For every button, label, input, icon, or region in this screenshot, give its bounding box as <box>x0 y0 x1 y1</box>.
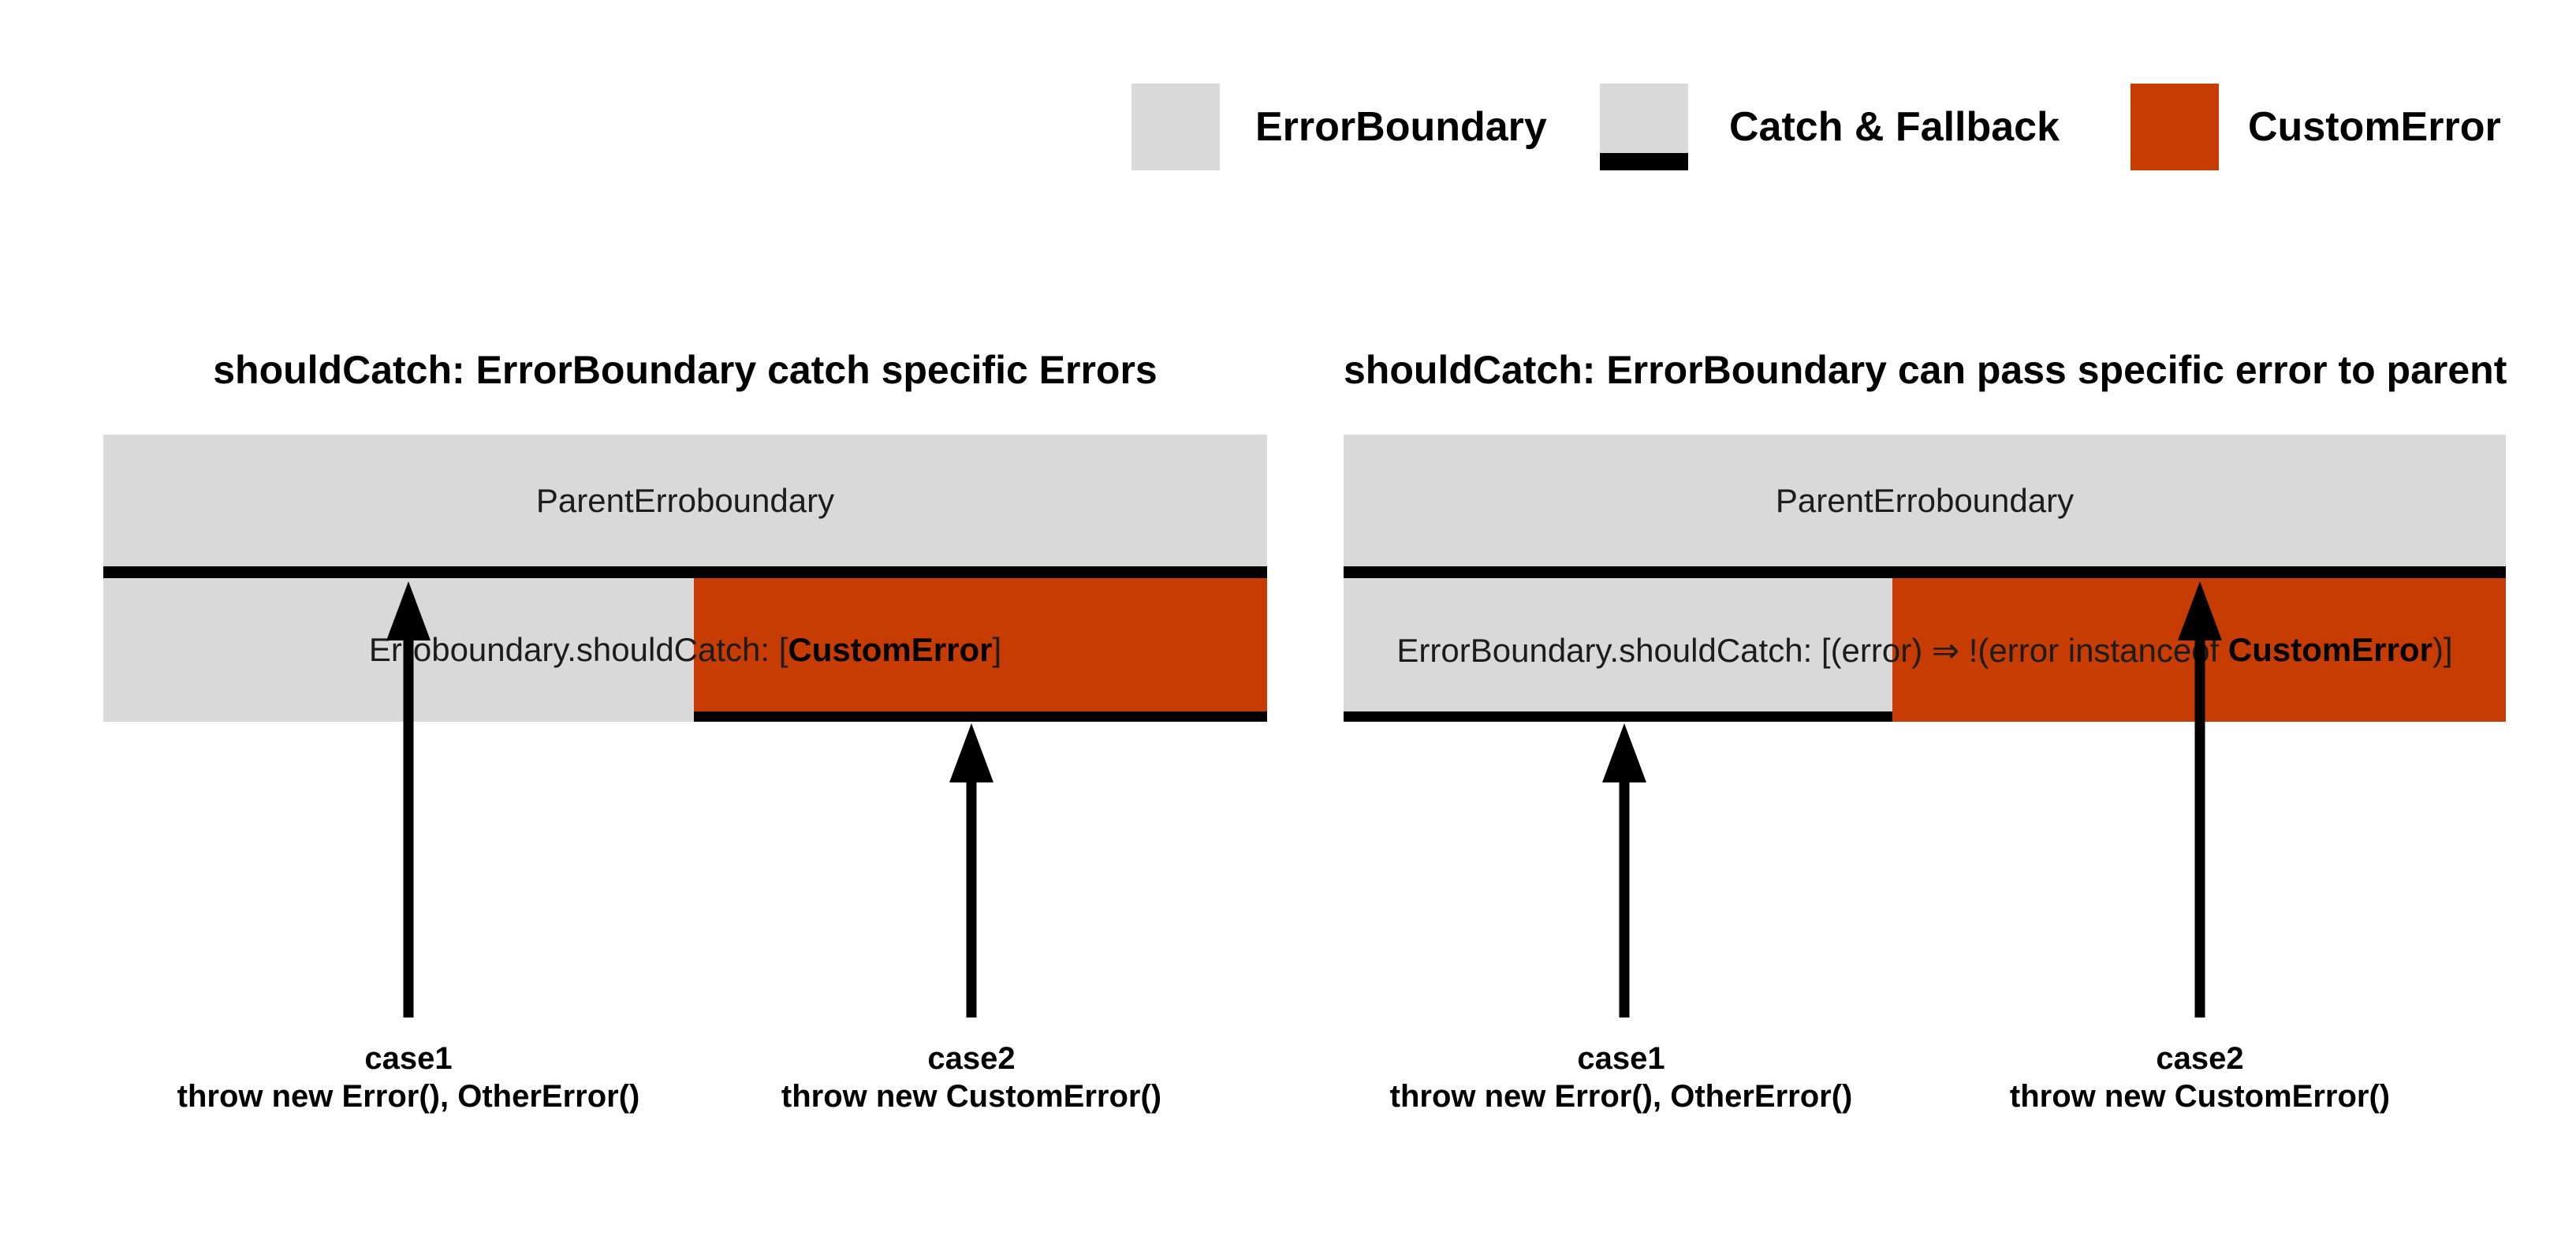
child-label-prefix: Erroboundary.shouldCatch: [ <box>368 631 788 668</box>
parent-errorboundary-bar: ParentErroboundary <box>103 435 1267 566</box>
arrow-shaft <box>403 637 414 1018</box>
diagram-title: shouldCatch: ErrorBoundary catch specifi… <box>213 348 1158 392</box>
arrow-head-icon <box>1602 723 1646 782</box>
case-code: throw new CustomError() <box>781 1079 1162 1114</box>
parent-errorboundary-bar: ParentErroboundary <box>1344 435 2506 566</box>
diagram-catch-specific-errors: shouldCatch: ErrorBoundary catch specifi… <box>103 0 1267 1236</box>
parent-errorboundary-label: ParentErroboundary <box>1775 481 2075 519</box>
parent-catch-band <box>1344 566 2506 578</box>
child-catch-strip <box>1344 711 1892 722</box>
case-code: throw new CustomError() <box>2009 1079 2391 1114</box>
case1-label: case1 throw new Error(), OtherError() <box>1266 1040 1976 1115</box>
child-label-bold: CustomError <box>2227 631 2432 668</box>
diagram-pass-error-to-parent: shouldCatch: ErrorBoundary can pass spec… <box>1344 0 2507 1236</box>
parent-catch-band <box>103 566 1267 578</box>
arrow-head-icon <box>386 581 431 640</box>
case2-label: case2 throw new CustomError() <box>617 1040 1326 1115</box>
child-boundary-customerror-region <box>694 578 1267 722</box>
case-code: throw new Error(), OtherError() <box>1389 1079 1853 1114</box>
case2-arrow <box>949 723 993 1018</box>
case-code: throw new Error(), OtherError() <box>177 1079 640 1114</box>
child-label-bold: CustomError <box>788 631 993 668</box>
child-boundary-caught-region <box>1344 578 1892 722</box>
legend-catch-strip <box>1600 153 1688 170</box>
arrow-head-icon <box>2178 581 2222 640</box>
child-boundary-label: ErrorBoundary.shouldCatch: [(error) ⇒ !(… <box>1344 578 2506 722</box>
legend-label-catch-fallback: Catch & Fallback <box>1729 104 2060 150</box>
case2-arrow <box>2178 581 2222 1018</box>
case-name: case1 <box>364 1041 453 1076</box>
case-name: case1 <box>1577 1041 1665 1076</box>
case-name: case2 <box>2156 1041 2244 1076</box>
case2-label: case2 throw new CustomError() <box>1845 1040 2555 1115</box>
child-label-suffix: )] <box>2432 631 2453 668</box>
child-catch-strip <box>694 711 1267 722</box>
legend-swatch-customerror <box>2131 84 2219 170</box>
legend-swatch-catch-fallback <box>1600 84 1688 170</box>
parent-errorboundary-label: ParentErroboundary <box>535 481 835 519</box>
legend-label-customerror: CustomError <box>2248 104 2501 150</box>
case-name: case2 <box>927 1041 1016 1076</box>
legend-swatch-errorboundary <box>1131 84 1220 170</box>
arrow-shaft <box>2194 637 2205 1018</box>
arrow-shaft <box>966 779 977 1018</box>
arrow-head-icon <box>949 723 993 782</box>
child-boundary-label: Erroboundary.shouldCatch: [CustomError] <box>103 578 1267 722</box>
case1-label: case1 throw new Error(), OtherError() <box>54 1040 763 1115</box>
child-label-prefix: ErrorBoundary.shouldCatch: [(error) ⇒ !(… <box>1396 631 2228 669</box>
case1-arrow <box>386 581 431 1018</box>
case1-arrow <box>1602 723 1646 1018</box>
legend-label-errorboundary: ErrorBoundary <box>1255 104 1547 150</box>
child-label-suffix: ] <box>992 631 1002 668</box>
arrow-shaft <box>1619 779 1630 1018</box>
diagram-title: shouldCatch: ErrorBoundary can pass spec… <box>1344 348 2507 392</box>
